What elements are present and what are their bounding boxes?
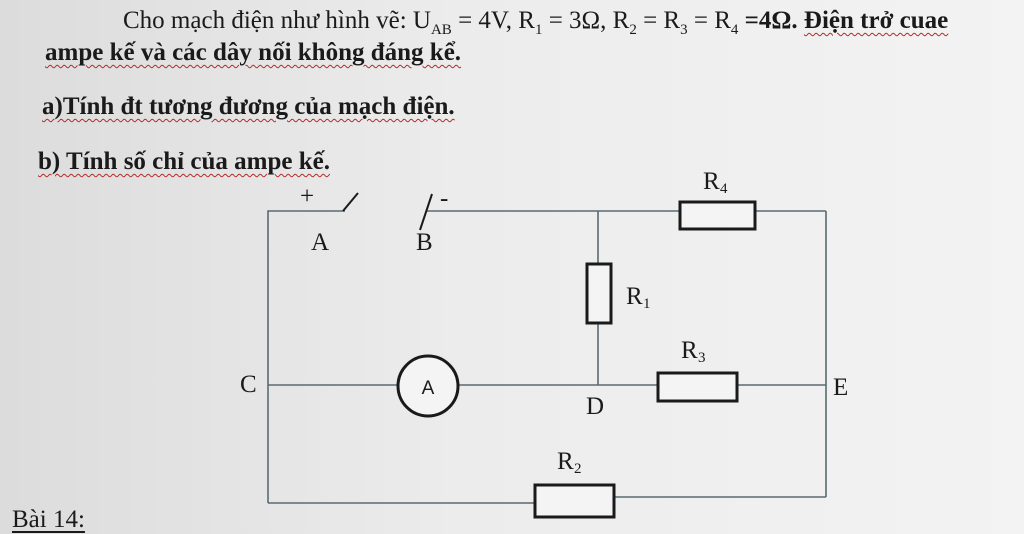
terminal-minus: -: [440, 185, 448, 212]
r2-text: R2: [612, 7, 637, 38]
wires: [267, 210, 827, 504]
r3-label: R 3: [681, 337, 706, 366]
r3-text: R3: [663, 7, 688, 38]
r2-label: R 2: [557, 448, 582, 477]
r4-text: R4: [714, 7, 739, 38]
resistor-r4: [678, 200, 757, 231]
intro-text: Cho mạch điện như hình vẽ:: [123, 7, 407, 34]
next-problem-label: Bài 14:: [12, 506, 85, 533]
node-c-label: C: [240, 371, 257, 398]
svg-text:4: 4: [720, 181, 728, 197]
problem-statement-line1: Cho mạch điện như hình vẽ: UAB = 4V, R1 …: [123, 8, 948, 38]
svg-text:1: 1: [643, 296, 651, 312]
resistor-r1: [585, 262, 613, 325]
svg-text:R: R: [557, 448, 574, 475]
ammeter-icon: [396, 354, 460, 418]
next-problem-heading: Bài 14:: [12, 507, 85, 532]
terminal-plus: +: [300, 183, 314, 210]
node-a-label: A: [311, 229, 329, 256]
terminal-a-contact: [342, 192, 359, 212]
u-ab-value: = 4V,: [451, 7, 519, 34]
tail-text: Điện trở cuae: [803, 7, 949, 34]
svg-text:R: R: [681, 337, 698, 364]
r4-label: R 4: [703, 168, 728, 197]
ammeter-label: A: [422, 378, 435, 399]
r1-value: = 3Ω,: [542, 7, 613, 34]
question-part-a: a)Tính đt tương đương của mạch điện.: [42, 93, 455, 120]
terminal-b-contact: [419, 193, 433, 231]
problem-statement-line2: ampe kế và các dây nối không đáng kể.: [45, 39, 462, 66]
equals: =: [687, 7, 715, 34]
svg-text:2: 2: [574, 461, 582, 477]
node-e-label: E: [833, 374, 848, 401]
equals: =: [636, 7, 664, 34]
wire-c-to-a: [267, 210, 345, 382]
svg-text:R: R: [626, 283, 643, 310]
resistor-r3: [656, 371, 739, 403]
u-ab: UAB: [412, 7, 452, 38]
resistor-r2: [533, 483, 616, 519]
node-b-label: B: [416, 229, 433, 256]
r1-label: R 1: [626, 283, 651, 312]
r1-text: R1: [518, 7, 543, 38]
question-part-b: b) Tính số chỉ của ampe kế.: [38, 148, 330, 175]
r4-value: =4Ω.: [738, 7, 804, 34]
svg-text:3: 3: [698, 350, 706, 366]
node-d-label: D: [586, 393, 604, 420]
svg-text:R: R: [703, 168, 720, 195]
